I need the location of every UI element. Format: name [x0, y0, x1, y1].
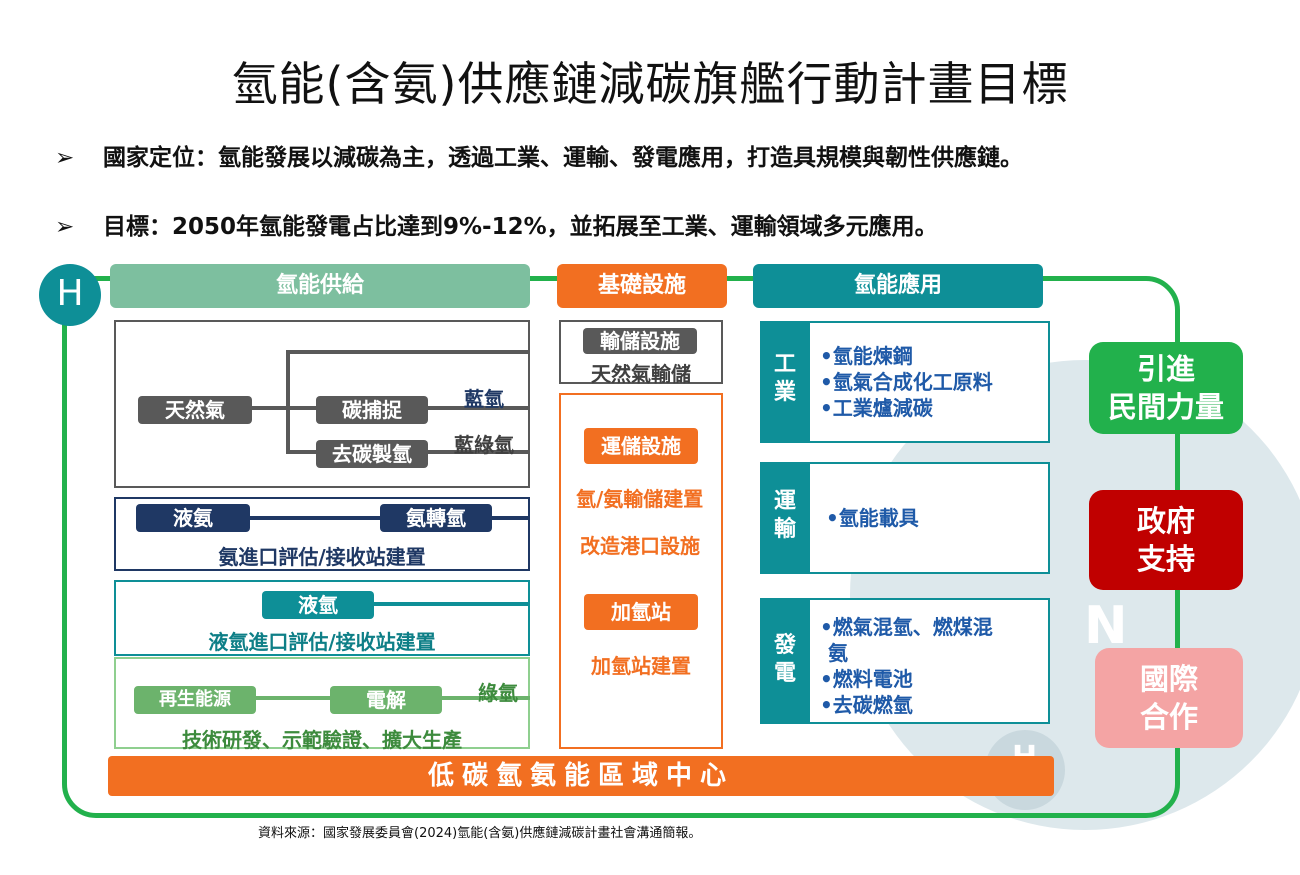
- station-text: 加氫站建置: [591, 654, 691, 678]
- pill-natural-gas: 天然氣: [138, 396, 252, 424]
- list-item: •氫能載具: [826, 506, 919, 530]
- arrow-bullet-icon: ➢: [55, 145, 75, 171]
- header-hydrogen-supply: 氫能供給: [110, 264, 530, 308]
- list-item: •去碳燃氫: [820, 693, 913, 717]
- power-tab: 發電: [760, 598, 810, 724]
- label-blue-hydrogen: 藍氫: [464, 387, 504, 411]
- pill-hydrogen-station: 加氫站: [584, 594, 698, 630]
- bullet-text: 目標：2050年氫能發電占比達到9%-12%，並拓展至工業、運輸領域多元應用。: [103, 214, 938, 240]
- list-item: •氫氣合成化工原料: [820, 370, 993, 394]
- pill-decarbonized-hydrogen: 去碳製氫: [316, 440, 428, 468]
- transport-list: •氫能載具: [826, 505, 919, 531]
- connector-line: [286, 350, 290, 452]
- connector-line: [286, 350, 530, 354]
- bullet-text: 國家定位：氫能發展以減碳為主，透過工業、運輸、發電應用，打造具規模與韌性供應鏈。: [103, 145, 1023, 171]
- pill-carbon-capture: 碳捕捉: [316, 396, 428, 424]
- pill-electrolysis: 電解: [330, 686, 442, 714]
- list-item: •燃氣混氫、燃煤混: [820, 615, 993, 639]
- label-turquoise-hydrogen: 藍綠氫: [454, 433, 514, 457]
- industry-list: •氫能煉鋼 •氫氣合成化工原料 •工業爐減碳: [820, 343, 993, 421]
- ammonia-import-text: 氨進口評估/接收站建置: [218, 545, 426, 569]
- arrow-bullet-icon: ➢: [55, 214, 75, 240]
- bullet-national-position: ➢ 國家定位：氫能發展以減碳為主，透過工業、運輸、發電應用，打造具規模與韌性供應…: [55, 143, 1255, 203]
- list-item: •氫能煉鋼: [820, 344, 913, 368]
- renewable-note-text: 技術研發、示範驗證、擴大生產: [182, 728, 462, 752]
- pill-storage-facility: 輸儲設施: [583, 328, 697, 354]
- pill-renewable-energy: 再生能源: [134, 686, 256, 714]
- transport-text-1: 氫/氨輸儲建置: [576, 487, 704, 511]
- list-item: •燃料電池: [820, 667, 913, 691]
- connector-line: [370, 602, 528, 606]
- badge-international-cooperation: 國際 合作: [1095, 648, 1243, 748]
- transport-tab: 運輸: [760, 462, 810, 574]
- source-note: 資料來源：國家發展委員會(2024)氫能(含氨)供應鏈減碳計畫社會溝通簡報。: [258, 826, 702, 841]
- power-tab-label: 發電: [773, 633, 796, 686]
- regional-hub-bar: 低碳氫氨能區域中心: [108, 756, 1054, 796]
- transport-text-2: 改造港口設施: [580, 534, 700, 558]
- hydrogen-badge-icon: H: [39, 264, 101, 326]
- bullet-target: ➢ 目標：2050年氫能發電占比達到9%-12%，並拓展至工業、運輸領域多元應用…: [55, 212, 1255, 242]
- list-item: •工業爐減碳: [820, 396, 933, 420]
- page-title: 氫能(含氨)供應鏈減碳旗艦行動計畫目標: [231, 57, 1069, 111]
- industry-tab: 工業: [760, 321, 810, 443]
- storage-text: 天然氣輸儲: [591, 362, 691, 386]
- power-list: •燃氣混氫、燃煤混 氨 •燃料電池 •去碳燃氫: [820, 614, 993, 718]
- transport-tab-label: 運輸: [773, 489, 796, 542]
- pill-transport-storage: 運儲設施: [584, 428, 698, 464]
- pill-ammonia-to-hydrogen: 氨轉氫: [380, 504, 492, 532]
- badge-government-support: 政府 支持: [1089, 490, 1243, 590]
- liquid-hydrogen-import-text: 液氫進口評估/接收站建置: [208, 630, 436, 654]
- industry-tab-label: 工業: [773, 352, 796, 405]
- pill-liquid-hydrogen: 液氫: [262, 591, 374, 619]
- badge-private-sector: 引進 民間力量: [1089, 342, 1243, 434]
- pill-liquid-ammonia: 液氨: [136, 504, 250, 532]
- header-infrastructure: 基礎設施: [557, 264, 727, 308]
- connector-line: [420, 406, 530, 410]
- nitrogen-atom-icon: N: [1084, 596, 1128, 656]
- list-item: 氨: [828, 641, 848, 665]
- label-green-hydrogen: 綠氫: [478, 681, 518, 705]
- header-hydrogen-applications: 氫能應用: [753, 264, 1043, 308]
- connector-line: [220, 406, 320, 410]
